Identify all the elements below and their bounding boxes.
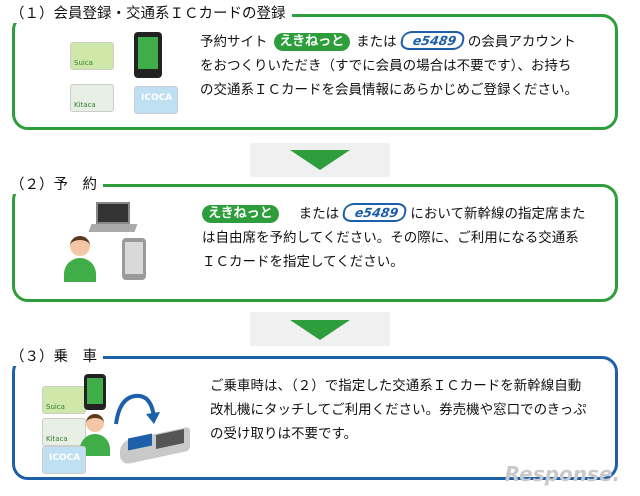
smartphone-icon [134, 32, 162, 78]
down-arrow-icon [290, 320, 350, 340]
step-1-frame [12, 14, 618, 130]
step-2-title: （２）予 約 [8, 176, 103, 194]
down-arrow-icon [290, 150, 350, 170]
icoca-card-icon: ICOCA [134, 86, 178, 114]
laptop-icon [88, 202, 138, 234]
step-3-frame [12, 356, 618, 480]
kitaca-card-icon: Kitaca [42, 418, 86, 446]
user-icon [64, 236, 96, 284]
step-2-line-3: ＩＣカードを指定してください。 [202, 254, 404, 270]
step-1-line-3: の交通系ＩＣカードを会員情報にあらかじめご登録ください。 [200, 82, 578, 98]
suica-card-icon: Suica [42, 386, 86, 414]
e5489-logo: e5489 [341, 203, 409, 222]
step-3-line-3: の受け取りは不要です。 [210, 426, 358, 442]
step-1-title: （１）会員登録・交通系ＩＣカードの登録 [8, 5, 292, 23]
step-3-title: （３）乗 車 [8, 348, 103, 366]
ticket-gate-icon [120, 426, 194, 466]
smartphone-icon [122, 238, 146, 280]
step-3-line-1: ご乗車時は、（２）で指定した交通系ＩＣカードを新幹線自動 [210, 378, 582, 394]
kitaca-card-icon: Kitaca [70, 84, 114, 112]
step-1-line-2: をおつくりいただき（すでに会員の場合は不要です）、お持ち [200, 58, 572, 74]
step-2-frame [12, 184, 618, 302]
smartphone-icon [84, 374, 106, 410]
step-2-line-2: は自由席を予約してください。その際に、ご利用になる交通系 [202, 230, 579, 246]
response-watermark: Response. [504, 462, 620, 486]
step-1-registration: （１）会員登録・交通系ＩＣカードの登録 Suica Kitaca ICOCA 予… [8, 0, 626, 140]
touch-arrow-icon [114, 393, 160, 425]
step-3-boarding: （３）乗 車 Suica Kitaca ICOCA ご乗車時は、（２）で指定した… [8, 344, 626, 490]
step-3-description: ご乗車時は、（２）で指定した交通系ＩＣカードを新幹線自動 改札機にタッチしてご利… [210, 374, 587, 446]
ekinet-logo: えきねっと [273, 33, 351, 51]
e5489-logo: e5489 [398, 31, 466, 50]
user-icon [80, 414, 110, 458]
icoca-card-icon: ICOCA [42, 446, 86, 474]
ekinet-logo: えきねっと [202, 205, 279, 223]
step-3-line-2: 改札機にタッチしてご利用ください。券売機や窓口でのきっぷ [210, 402, 587, 418]
suica-card-icon: Suica [70, 42, 114, 70]
